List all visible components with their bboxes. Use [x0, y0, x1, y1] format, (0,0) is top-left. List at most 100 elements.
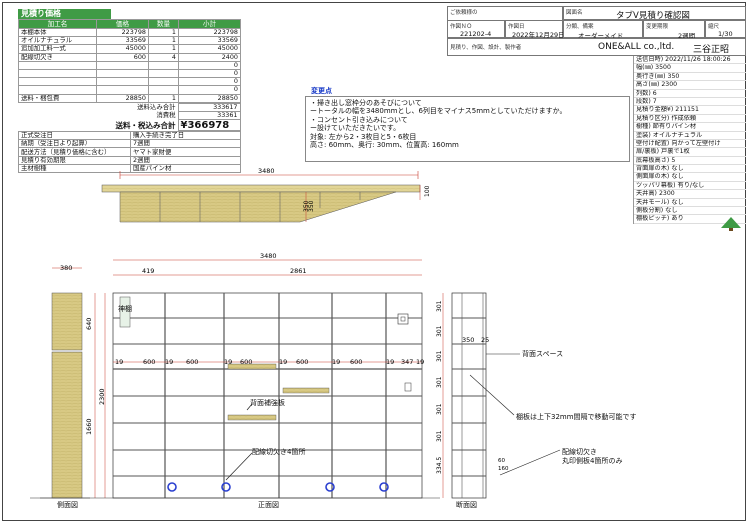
scale-value: 1/30	[718, 30, 733, 38]
total-value: ¥366978	[177, 119, 241, 132]
company-box: 見積り、作図、設計、製作者 ONE&ALL co.,ltd. 三谷正昭	[447, 38, 746, 56]
tax-value: 33361	[177, 110, 241, 121]
sec-depth-dim: 350	[462, 336, 474, 344]
sec-25-dim: 25	[481, 336, 489, 344]
date-value: 2022年12月29日	[512, 31, 565, 39]
spec-item: 送信日時) 2022/11/26 18:00:26	[634, 56, 746, 65]
reinforce-label: 背面補強板	[250, 399, 285, 407]
column-dim-label: 19	[386, 358, 394, 366]
side-view	[40, 267, 106, 499]
spec-item: 側面扉の木) なし	[634, 173, 746, 182]
period-value: 2週間	[678, 32, 696, 40]
category-box: 分類、備案 オーダーメイド	[563, 20, 643, 40]
back-space-label: 背面スペース	[522, 350, 564, 358]
change-line: ・コンセント引き込みについて	[310, 115, 408, 124]
front-width-dim: 3480	[260, 252, 277, 260]
spec-item: 壁付け配置) 向かって左壁付け	[634, 140, 746, 149]
column-dim-label: 600	[186, 358, 198, 366]
change-notes: 変更点 ・掃き出し窓枠分のあそびについてートータルの幅を3480mmとし、6列目…	[305, 87, 630, 162]
change-line: 高さ: 60mm、奥行: 30mm、位置高: 160mm	[310, 141, 459, 150]
spec-item: 背面扉の木) なし	[634, 165, 746, 174]
tax-label: 消費税	[156, 111, 176, 119]
top-depth-dim2: 350	[308, 200, 315, 212]
column-dim-label: 19	[165, 358, 173, 366]
section-view	[442, 292, 561, 499]
customer-label: ご依頼様の	[450, 10, 478, 16]
spec-item: 扉/裏板) 戸裏で1枚	[634, 148, 746, 157]
front-view-label: 正面図	[258, 501, 279, 509]
top-view	[101, 171, 421, 223]
category-value: オーダーメイド	[578, 32, 624, 40]
spec-item: 側板分割) なし	[634, 207, 746, 216]
front-left-dim: 419	[142, 267, 154, 275]
total-label: 送料・税込み合計	[115, 120, 176, 130]
spec-item: 奥行き(㎜) 350	[634, 73, 746, 82]
scale-box: 縮尺 1/30	[705, 20, 746, 38]
info-row: 主材樹種国産パイン材	[18, 163, 241, 174]
category-label: 分類、備案	[566, 24, 594, 30]
section-row-dim-label: 301	[436, 376, 443, 388]
side-view-label: 側面図	[57, 501, 78, 509]
column-dim-label: 19	[332, 358, 340, 366]
change-line: ー設けていただきたいです。	[310, 124, 401, 133]
period-label: 変更期限	[646, 24, 669, 30]
spec-item: ツッパリ幕板) 有り/なし	[634, 182, 746, 191]
change-line: ートータルの幅を3480mmとし、6列目をマイナス5mmとしていただけますか。	[310, 107, 567, 116]
column-dim-label: 600	[143, 358, 155, 366]
order-no: 221202-4	[460, 30, 492, 38]
drawing-name: タブV見積り確認図	[616, 11, 690, 21]
spec-item: 幅(㎜) 3500	[634, 64, 746, 73]
kamidana-label: 神棚	[118, 305, 132, 313]
spec-item: 高さ(㎜) 2300	[634, 81, 746, 90]
table-cell: 28850	[178, 93, 241, 103]
order-no-box: 作図ＮＯ 221202-4	[447, 20, 505, 38]
section-row-dim-label: 301	[436, 430, 443, 442]
change-line: ・掃き出し窓枠分のあそびについて	[310, 99, 422, 107]
section-row-dim-label: 301	[436, 300, 443, 312]
shelf-move-label: 棚板は上下32mm間隔で移動可能です	[516, 413, 637, 421]
spec-item: 見積り区分) 作成依頼	[634, 115, 746, 124]
side-depth-dim: 380	[60, 264, 72, 272]
front-view	[30, 259, 440, 499]
drawing-label: 図面名	[566, 10, 583, 16]
order-no-label: 作図ＮＯ	[450, 24, 473, 30]
small-160-dim: 160	[498, 466, 509, 472]
section-row-dim-label: 334.5	[436, 457, 443, 474]
column-dim-label: 600	[296, 358, 308, 366]
spec-item: 底幕板高さ) 5	[634, 157, 746, 166]
drawing-name-box: 図面名 タブV見積り確認図	[563, 6, 746, 21]
column-dim-label: 19	[115, 358, 123, 366]
wiring-label: 配線切欠き4箇所	[252, 448, 306, 456]
company-label: 見積り、作図、設計、製作者	[450, 45, 522, 51]
small-60-dim: 60	[498, 458, 505, 464]
spec-item: 見積り金額¥) 211151	[634, 106, 746, 115]
order-info-table: 正式受注日購入手続き完了日納期（受注日より起算）7週間配送方法（見積り価格に含む…	[18, 131, 241, 174]
spec-item: 棚板ピッチ) あり	[634, 215, 746, 224]
h-total-dim: 2300	[98, 388, 106, 405]
h-upper-dim: 640	[85, 318, 93, 330]
column-dim-label: 600	[240, 358, 252, 366]
wiring2b-label: 丸印側板4箇所のみ	[562, 457, 623, 465]
column-dim-label: 19	[224, 358, 232, 366]
column-dim-label: 19	[416, 358, 424, 366]
column-dim-label: 600	[350, 358, 362, 366]
spec-item: 塗装) オイルナチュラル	[634, 132, 746, 140]
company-logo	[720, 216, 742, 232]
change-title: 変更点	[311, 87, 332, 95]
spec-item: 天井モール) なし	[634, 199, 746, 208]
front-right-dim: 2861	[290, 267, 307, 275]
spec-item: 列数) 6	[634, 90, 746, 98]
spec-item: 段数) 7	[634, 98, 746, 107]
wiring2-label: 配線切欠き	[562, 448, 597, 456]
h-lower-dim: 1660	[85, 418, 93, 435]
person-name: 三谷正昭	[693, 45, 730, 55]
